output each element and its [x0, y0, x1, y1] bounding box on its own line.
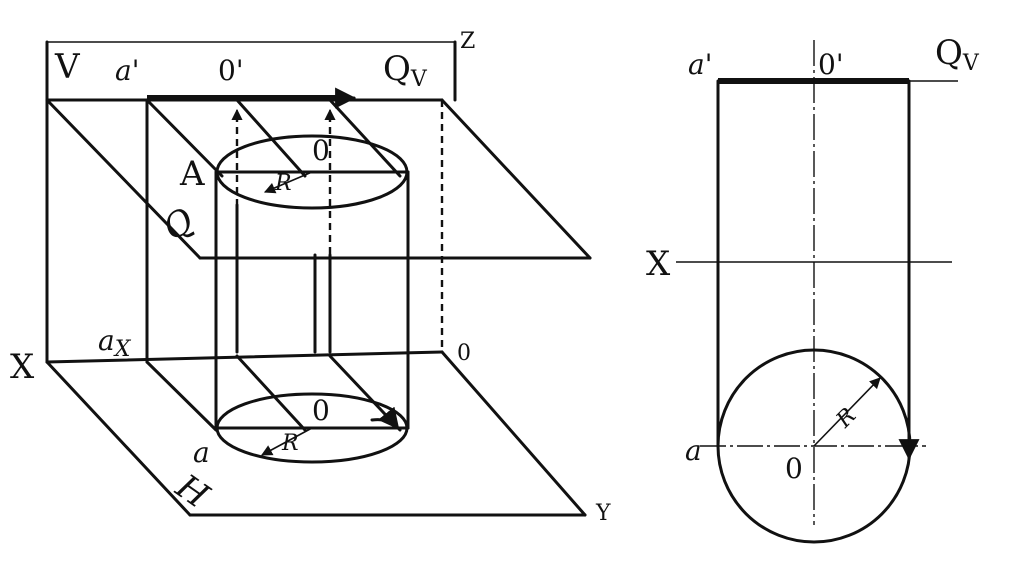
label-x-axis: X [10, 347, 35, 387]
label-r-bottom: R [281, 431, 299, 456]
label-a-prime-ortho: a' [688, 48, 712, 81]
label-a-ortho: a [685, 434, 702, 467]
label-point-a: A [179, 154, 205, 194]
label-y-axis: Y [595, 501, 611, 526]
label-o-bottom: 0 [312, 394, 330, 427]
label-o-ortho: 0 [785, 452, 803, 485]
orthographic-view: a' 0' QV X a 0 R [646, 33, 980, 544]
label-o-prime-ortho: 0' [818, 48, 844, 81]
pictorial-view: V a' 0' QV Z A Q 0 R aX X 0 a 0 R H Y [10, 29, 611, 526]
horizontal-plane-h [45, 350, 587, 517]
label-origin: 0 [457, 341, 471, 366]
label-ax: aX [98, 324, 132, 362]
label-h-plane: H [168, 466, 217, 517]
pictorial-labels: V a' 0' QV Z A Q 0 R aX X 0 a 0 R H Y [10, 29, 611, 526]
label-a-prime: a' [115, 54, 139, 87]
label-qv-ortho: QV [935, 33, 980, 76]
label-x-ortho: X [646, 244, 671, 284]
cutting-plane-q [45, 87, 592, 364]
label-r-top: R [274, 171, 292, 196]
label-o-top: 0 [312, 134, 330, 167]
label-plane-q: Q [157, 200, 201, 249]
radius-arrow [813, 377, 881, 447]
projectors [145, 108, 336, 260]
label-v-plane: V [54, 47, 81, 87]
label-a: a [193, 436, 210, 469]
label-qv: QV [383, 49, 428, 92]
label-o-prime: 0' [218, 54, 244, 87]
label-r-ortho: R [831, 403, 861, 433]
vertical-plane-v [45, 40, 457, 364]
label-z-axis: Z [460, 29, 475, 54]
